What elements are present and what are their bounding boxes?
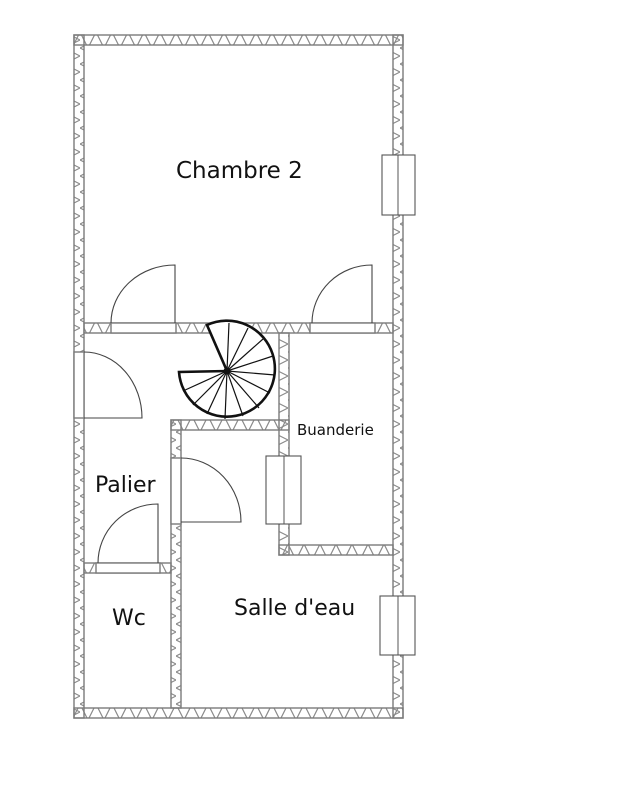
door-chambre-left	[110, 264, 176, 324]
room-label-wc: Wc	[112, 606, 146, 631]
door-salle-eau	[180, 457, 242, 523]
spiral-staircase	[177, 319, 277, 420]
door-chambre-right	[311, 264, 373, 324]
room-label-palier: Palier	[95, 473, 156, 498]
windows	[265, 154, 416, 656]
room-label-salle-eau: Salle d'eau	[234, 596, 356, 621]
door-wc	[97, 503, 159, 564]
door-openings	[73, 322, 376, 574]
door-palier-left	[83, 351, 143, 419]
room-label-buanderie: Buanderie	[297, 421, 374, 439]
doors	[83, 264, 373, 564]
room-label-chambre-2: Chambre 2	[176, 158, 303, 184]
